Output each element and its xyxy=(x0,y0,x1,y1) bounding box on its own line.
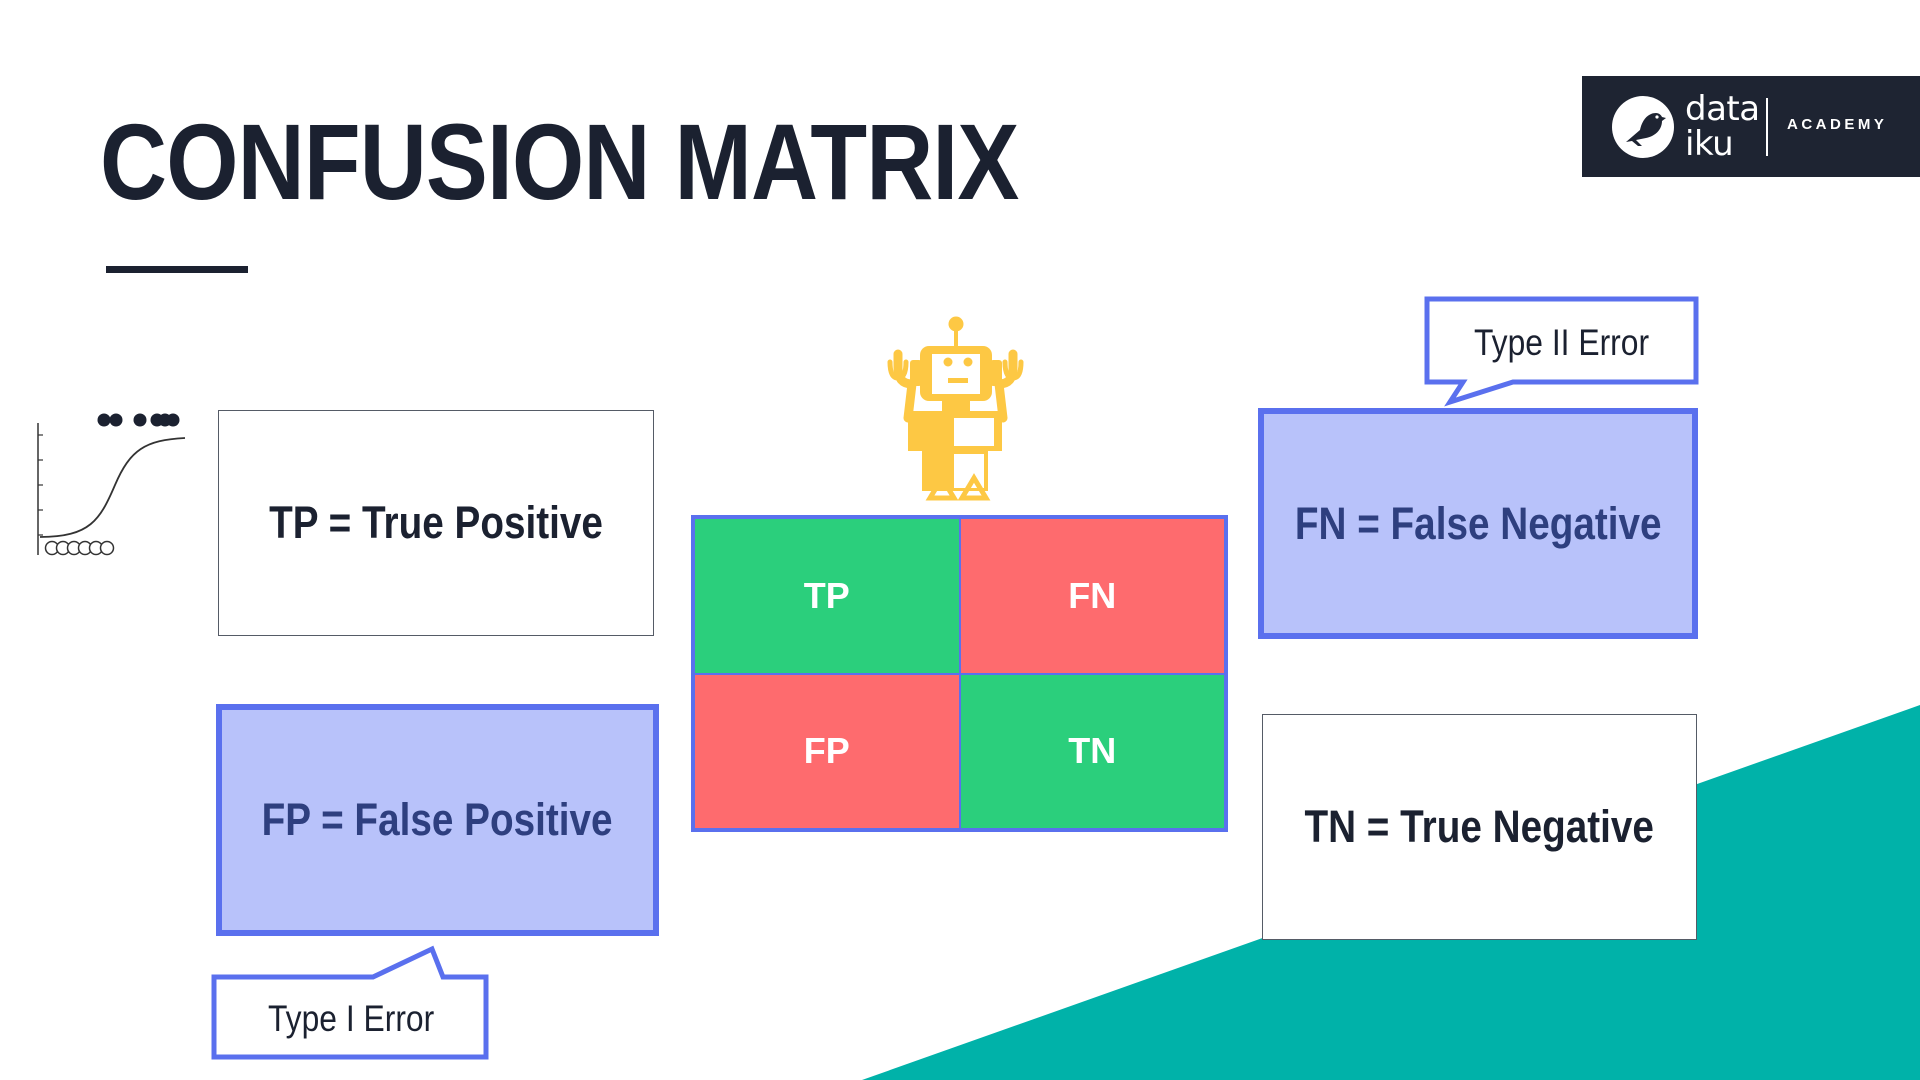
type-one-error-label: Type I Error xyxy=(268,998,435,1039)
matrix-cell-tn: TN xyxy=(959,673,1225,829)
dataiku-academy-logo: data iku ACADEMY xyxy=(1582,76,1920,177)
true-positive-box: TP = True Positive xyxy=(218,410,654,636)
type-two-error-callout xyxy=(1424,296,1699,407)
true-negative-box: TN = True Negative xyxy=(1262,714,1697,940)
matrix-cell-fn: FN xyxy=(959,518,1225,674)
robot-icon xyxy=(887,316,1024,501)
confusion-matrix: TP FN FP TN xyxy=(691,515,1228,832)
true-negative-label: TN = True Negative xyxy=(1304,801,1655,852)
type-two-error-label: Type II Error xyxy=(1474,322,1650,363)
matrix-cell-fp: FP xyxy=(694,673,960,829)
page-title: CONFUSION MATRIX xyxy=(100,101,1019,222)
logo-word-iku: iku xyxy=(1685,124,1734,164)
true-positive-label: TP = True Positive xyxy=(269,497,603,548)
title-underline xyxy=(106,266,248,273)
logo-academy: ACADEMY xyxy=(1787,116,1888,133)
false-positive-box: FP = False Positive xyxy=(216,704,659,936)
type-one-error-callout xyxy=(211,945,489,1060)
false-negative-box: FN = False Negative xyxy=(1258,408,1698,639)
logo-divider xyxy=(1766,98,1768,156)
matrix-cell-tp: TP xyxy=(694,518,960,674)
sigmoid-curve-icon xyxy=(37,413,186,556)
logo-word-data: data xyxy=(1685,89,1760,129)
dataiku-bird-icon xyxy=(1612,96,1674,158)
false-negative-label: FN = False Negative xyxy=(1294,497,1662,549)
false-positive-label: FP = False Positive xyxy=(262,794,613,845)
